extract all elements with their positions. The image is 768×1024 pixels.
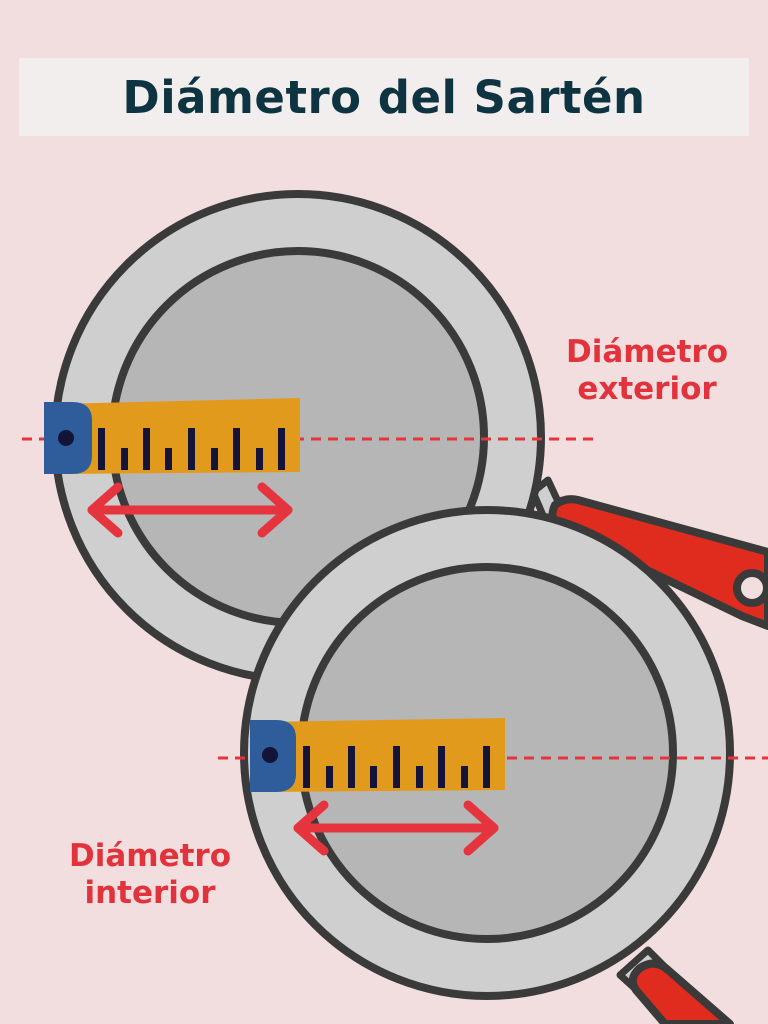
exterior-label-line2: exterior xyxy=(577,371,717,407)
exterior-diameter-label: Diámetro exterior xyxy=(552,334,742,408)
bottom-double-arrow-icon xyxy=(293,800,499,856)
handle-hole-icon xyxy=(733,569,768,607)
bottom-pan-handle xyxy=(616,946,734,1024)
bottom-measuring-tape-icon xyxy=(250,718,505,792)
page-title: Diámetro del Sartén xyxy=(122,70,646,124)
exterior-label-line1: Diámetro xyxy=(565,334,728,370)
interior-label-line2: interior xyxy=(84,875,216,911)
top-double-arrow-icon xyxy=(87,482,293,538)
interior-diameter-label: Diámetro interior xyxy=(55,838,245,912)
top-measuring-tape-icon xyxy=(44,398,300,474)
interior-label-line1: Diámetro xyxy=(68,838,231,874)
title-bar: Diámetro del Sartén xyxy=(19,58,749,136)
